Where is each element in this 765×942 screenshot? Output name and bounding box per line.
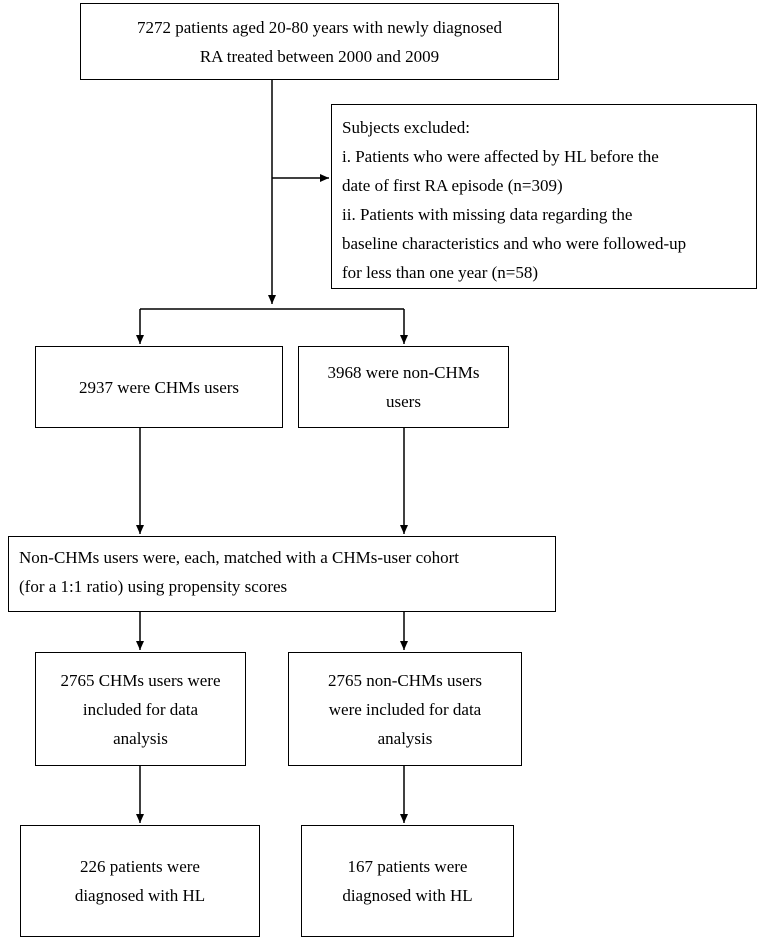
top-box-line-1: 7272 patients aged 20-80 years with newl… [137,17,502,37]
non-chm-hl-box: 167 patients were diagnosed with HL [301,825,514,937]
excluded-line-4: ii. Patients with missing data regarding… [342,205,633,224]
chm-users-box: 2937 were CHMs users [35,346,283,428]
matching-box: Non-CHMs users were, each, matched with … [8,536,556,612]
chm-included-box: 2765 CHMs users were included for data a… [35,652,246,766]
excluded-line-1: Subjects excluded: [342,118,470,137]
non-chm-hl-line-1: 167 patients were [347,857,468,876]
non-chm-included-line-2: were included for data [328,699,482,719]
matching-line-1: Non-CHMs users were, each, matched with … [19,548,459,567]
top-box-line-2: RA treated between 2000 and 2009 [199,46,440,66]
matching-line-2: (for a 1:1 ratio) using propensity score… [19,577,288,596]
chm-hl-line-2: diagnosed with HL [74,886,206,905]
non-chm-users-line-2: users [386,392,421,411]
chm-included-line-2: included for data [82,699,199,719]
chm-users-line-1: 2937 were CHMs users [78,377,240,397]
non-chm-users-box: 3968 were non-CHMs users [298,346,509,428]
chm-hl-line-1: 226 patients were [80,857,200,876]
non-chm-hl-line-2: diagnosed with HL [342,886,473,905]
chm-included-line-3: analysis [113,728,168,748]
top-box: 7272 patients aged 20-80 years with newl… [80,3,559,80]
non-chm-included-box: 2765 non-CHMs users were included for da… [288,652,522,766]
chm-included-line-1: 2765 CHMs users were [60,670,221,690]
excluded-line-2: i. Patients who were affected by HL befo… [342,147,659,166]
non-chm-included-line-1: 2765 non-CHMs users [328,670,482,690]
chm-hl-box: 226 patients were diagnosed with HL [20,825,260,937]
excluded-box: Subjects excluded: i. Patients who were … [331,104,757,289]
non-chm-users-line-1: 3968 were non-CHMs [327,363,480,382]
excluded-line-5: baseline characteristics and who were fo… [342,234,687,253]
excluded-line-3: date of first RA episode (n=309) [342,176,563,195]
excluded-line-6: for less than one year (n=58) [342,263,539,282]
non-chm-included-line-3: analysis [377,728,433,748]
